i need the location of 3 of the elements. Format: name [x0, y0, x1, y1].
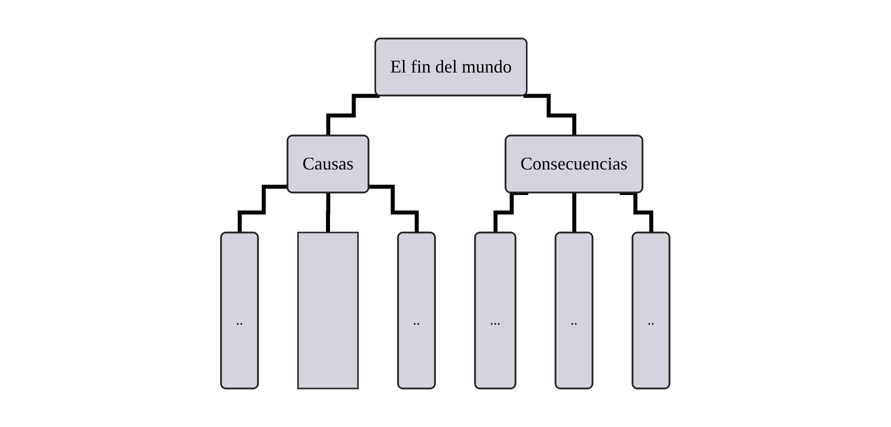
connector	[572, 191, 577, 235]
connector	[326, 191, 331, 234]
node-box	[298, 232, 359, 390]
